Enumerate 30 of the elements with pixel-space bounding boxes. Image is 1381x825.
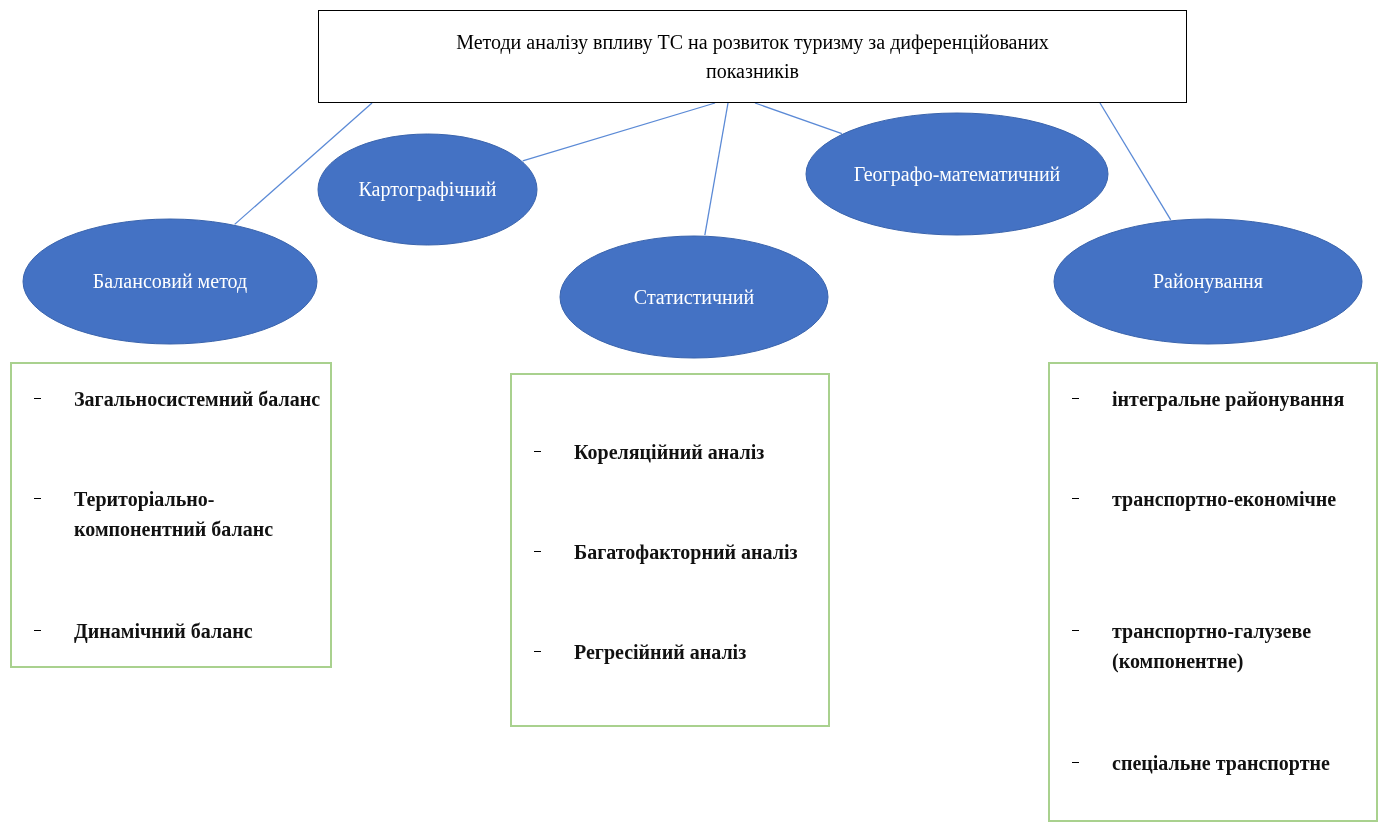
connector-line [754, 102, 843, 135]
list-item: Територіально-компонентний баланс [74, 487, 275, 542]
connector-line [704, 102, 729, 236]
connector-line [522, 102, 716, 162]
list-item: інтегральне районування [1112, 387, 1346, 413]
ellipse-label: Картографічний [357, 177, 498, 203]
ellipse-label: Балансовий метод [91, 269, 249, 295]
method-ellipse [805, 112, 1109, 236]
list-item: Кореляційний аналіз [574, 440, 766, 466]
method-ellipse [317, 133, 538, 246]
method-ellipse [1053, 218, 1363, 345]
list-item: транспортно-галузеве (компонентне) [1112, 619, 1313, 675]
list-box [1048, 362, 1378, 822]
list-item: Регресійний аналіз [574, 640, 748, 666]
method-ellipse [22, 218, 318, 345]
ellipse-label: Географо-математичний [852, 161, 1062, 188]
title-box [318, 10, 1187, 103]
list-item: спеціальне транспортне [1112, 751, 1331, 777]
connector-line [1099, 102, 1172, 221]
ellipse-label: Статистичний [632, 284, 756, 310]
list-box [510, 373, 830, 727]
list-box [10, 362, 332, 668]
ellipse-label: Районування [1151, 269, 1265, 295]
method-ellipse [559, 235, 829, 359]
list-item: транспортно-економічне [1112, 487, 1338, 513]
connector-line [234, 102, 373, 226]
list-item: Динамічний баланс [74, 619, 254, 645]
box-text: Методи аналізу впливу ТС на розвиток туризму за диференційованих показників [455, 29, 1050, 84]
list-item: Загальносистемний баланс [74, 387, 322, 412]
list-item: Багатофакторний аналіз [574, 540, 799, 566]
